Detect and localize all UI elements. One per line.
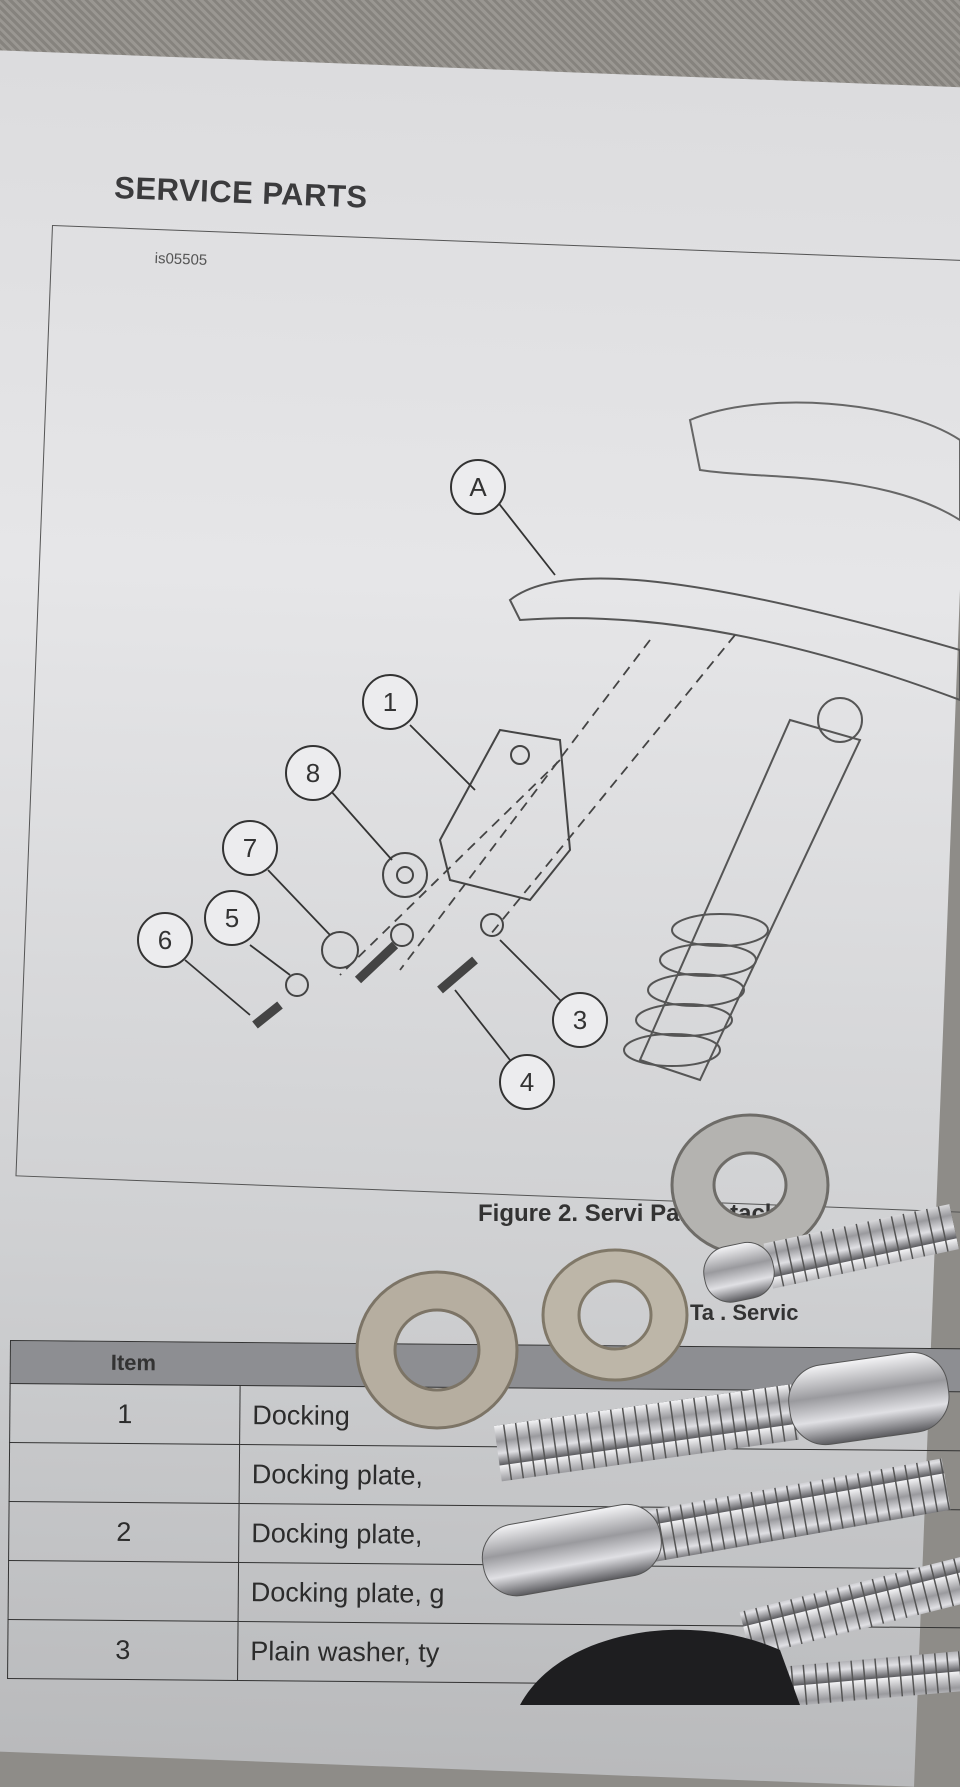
- exploded-parts-diagram: [137, 401, 960, 1110]
- table-caption: Ta . Servic: [690, 1300, 799, 1325]
- callout-5: 5: [224, 903, 240, 933]
- callout-3: 3: [572, 1005, 588, 1035]
- shock-absorber: [638, 718, 862, 1082]
- callout-a: A: [469, 472, 487, 502]
- shock-spring: [623, 913, 769, 1067]
- bolt: [481, 1458, 951, 1597]
- washer: [355, 1113, 830, 1430]
- dark-object: [520, 1629, 800, 1705]
- bolt: [739, 1556, 960, 1657]
- callout-4: 4: [519, 1067, 535, 1097]
- bolt: [788, 1650, 960, 1705]
- hardware-photo-overlay: [355, 1113, 960, 1705]
- callout-6: 6: [157, 925, 173, 955]
- callout-1: 1: [382, 687, 398, 717]
- bolt: [494, 1351, 950, 1482]
- upper-bracket: [688, 401, 960, 522]
- spacer-7: [321, 931, 359, 969]
- spacer-8: [382, 852, 428, 898]
- callout-8: 8: [305, 758, 321, 788]
- docking-plate: [438, 728, 572, 902]
- callout-7: 7: [242, 833, 258, 863]
- bracket-a: [508, 577, 960, 702]
- bolt: [703, 1204, 959, 1303]
